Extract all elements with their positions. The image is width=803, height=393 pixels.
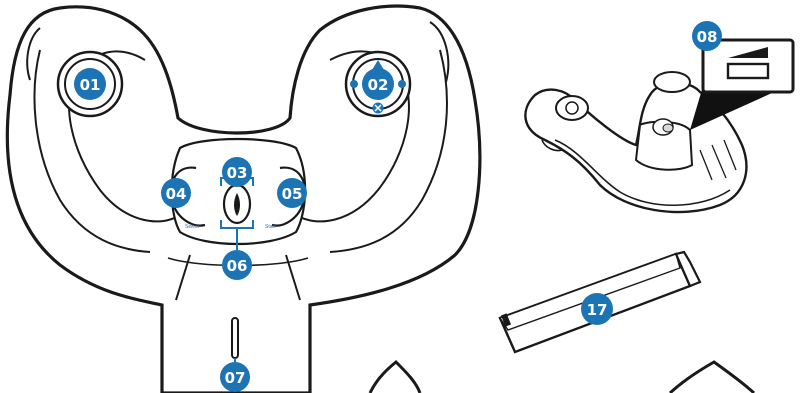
square-left-icon <box>350 80 358 88</box>
svg-text:06: 06 <box>227 257 248 275</box>
callout-17: 17 <box>581 293 613 325</box>
svg-text:01: 01 <box>80 76 101 94</box>
iso-right-dpad <box>654 72 690 92</box>
bottom-slot <box>232 318 238 358</box>
callout-07: 07 <box>220 362 250 392</box>
yoke-front-view: Select Start <box>7 6 480 393</box>
svg-text:07: 07 <box>225 369 246 387</box>
callout-04: 04 <box>161 178 191 208</box>
home-button <box>224 185 250 223</box>
callout-01: 01 <box>74 68 106 100</box>
svg-text:02: 02 <box>368 76 389 94</box>
svg-text:03: 03 <box>227 164 248 182</box>
yoke-isometric-view <box>525 40 793 212</box>
usb-slot <box>728 64 768 78</box>
callout-05: 05 <box>277 178 307 208</box>
svg-text:05: 05 <box>282 185 303 203</box>
circle-right-icon <box>398 80 406 88</box>
callout-03: 03 <box>222 157 252 187</box>
svg-text:04: 04 <box>166 185 187 203</box>
svg-text:17: 17 <box>587 301 608 319</box>
start-label: Start <box>265 224 276 230</box>
bottom-arc-right <box>670 362 754 393</box>
svg-text:08: 08 <box>697 28 718 46</box>
cross-icon <box>373 103 384 114</box>
callout-08: 08 <box>692 21 722 51</box>
callout-06: 06 <box>222 250 252 280</box>
callout-02: 02 <box>362 68 394 100</box>
select-label: Select <box>185 224 200 230</box>
bottom-arc-left <box>370 362 420 393</box>
